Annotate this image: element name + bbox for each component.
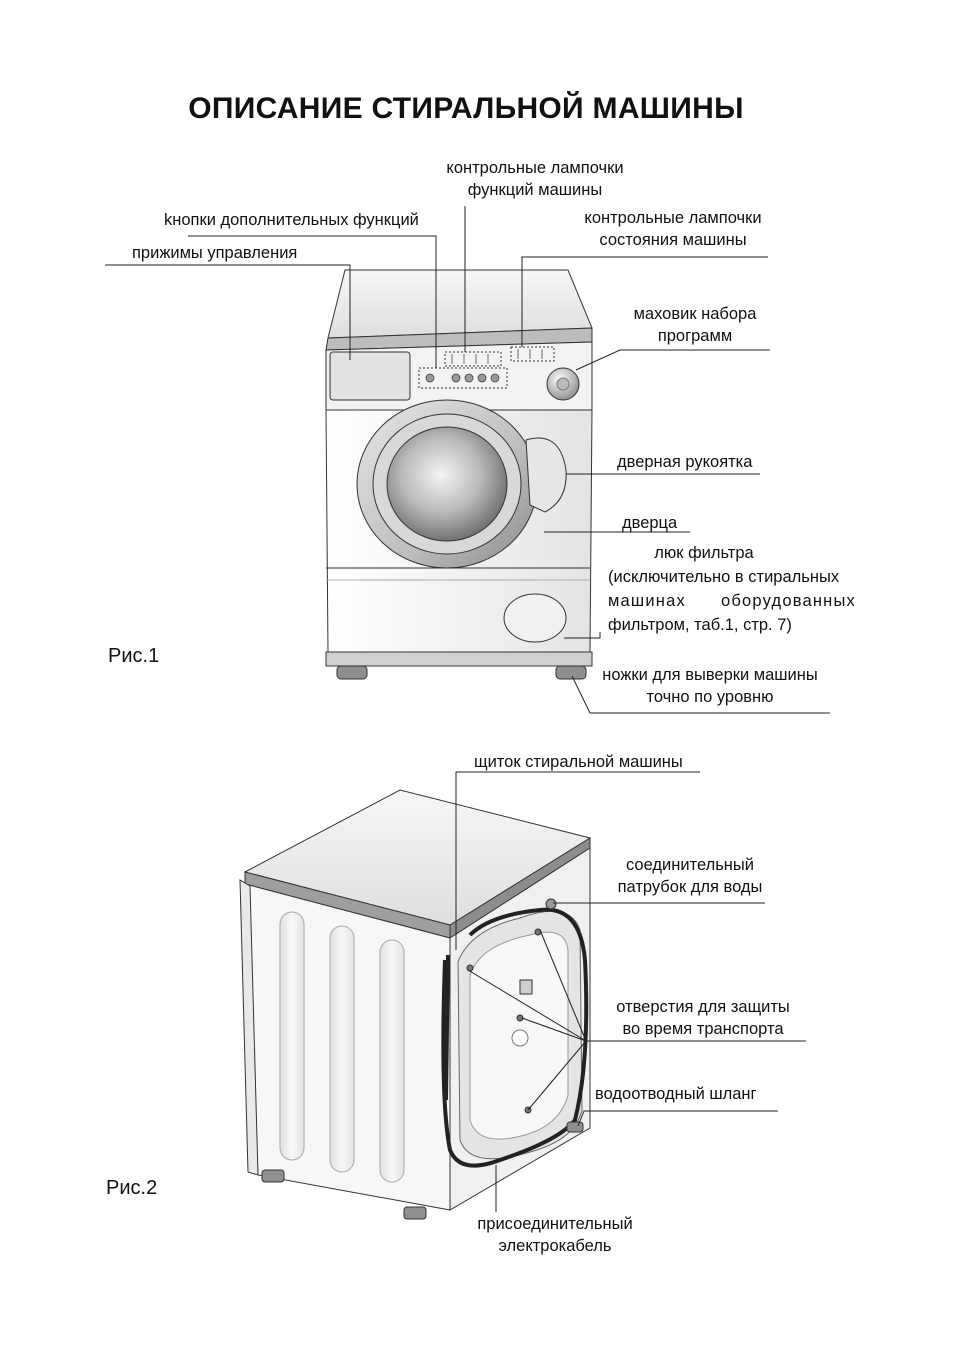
label-transport-holes: отверстия для защиты во время транспорта — [596, 996, 810, 1040]
label-line: во время транспорта — [622, 1020, 784, 1038]
label-line: люк фильтра — [654, 544, 754, 562]
label-line: маховик набора — [633, 305, 757, 323]
label-indicator-lamps-state: контрольные лампочки состояния машины — [565, 207, 781, 251]
label-water-inlet: соединительный патрубок для воды — [600, 854, 780, 898]
label-line: состояния машины — [599, 231, 747, 249]
label-line: патрубок для воды — [617, 878, 763, 896]
label-line: электрокабель — [498, 1237, 612, 1255]
label-line: контрольные лампочки — [584, 209, 762, 227]
fig2-leader-lines — [455, 771, 806, 1212]
label-line: соединительный — [625, 856, 754, 874]
label-line: фильтром, таб.1, стр. 7) — [608, 616, 792, 634]
label-door: дверца — [622, 514, 678, 532]
label-line: точно по уровню — [646, 688, 774, 706]
label-program-dial: маховик набора программ — [610, 303, 780, 347]
label-leveling-feet: ножки для выверки машины точно по уровню — [585, 664, 835, 708]
fig1-leader-lines — [105, 206, 830, 714]
label-extra-function-buttons: kнопки дополнительных функций — [164, 211, 419, 229]
washing-machine-front — [325, 269, 593, 680]
page-title: ОПИСАНИЕ СТИРАЛЬНОЙ МАШИНЫ — [188, 92, 744, 125]
label-line: машинах оборудованных — [608, 592, 856, 610]
label-line: программ — [657, 327, 733, 345]
label-indicator-lamps-functions: контрольные лампочки функций машины — [425, 157, 645, 201]
label-line: контрольные лампочки — [446, 159, 624, 177]
washing-machine-rear — [239, 789, 592, 1220]
label-line: ножки для выверки машины — [602, 666, 818, 684]
label-power-cable: присоединительный электрокабель — [462, 1213, 648, 1257]
label-line: (исключительно в стиральных — [608, 568, 840, 586]
label-drain-hose: водоотводный шланг — [595, 1085, 757, 1103]
label-filter-hatch: люк фильтра (исключительно в стиральных … — [608, 541, 856, 637]
label-line: отверстия для защиты — [616, 998, 790, 1016]
label-control-clamps: прижимы управления — [132, 244, 298, 262]
figure-1-caption: Рис.1 — [108, 645, 160, 667]
label-door-handle: дверная рукоятка — [617, 453, 753, 471]
label-line: функций машины — [467, 181, 603, 199]
label-back-panel: щиток стиральной машины — [474, 753, 683, 771]
label-line: присоединительный — [477, 1215, 633, 1233]
figure-2-caption: Рис.2 — [106, 1177, 158, 1199]
